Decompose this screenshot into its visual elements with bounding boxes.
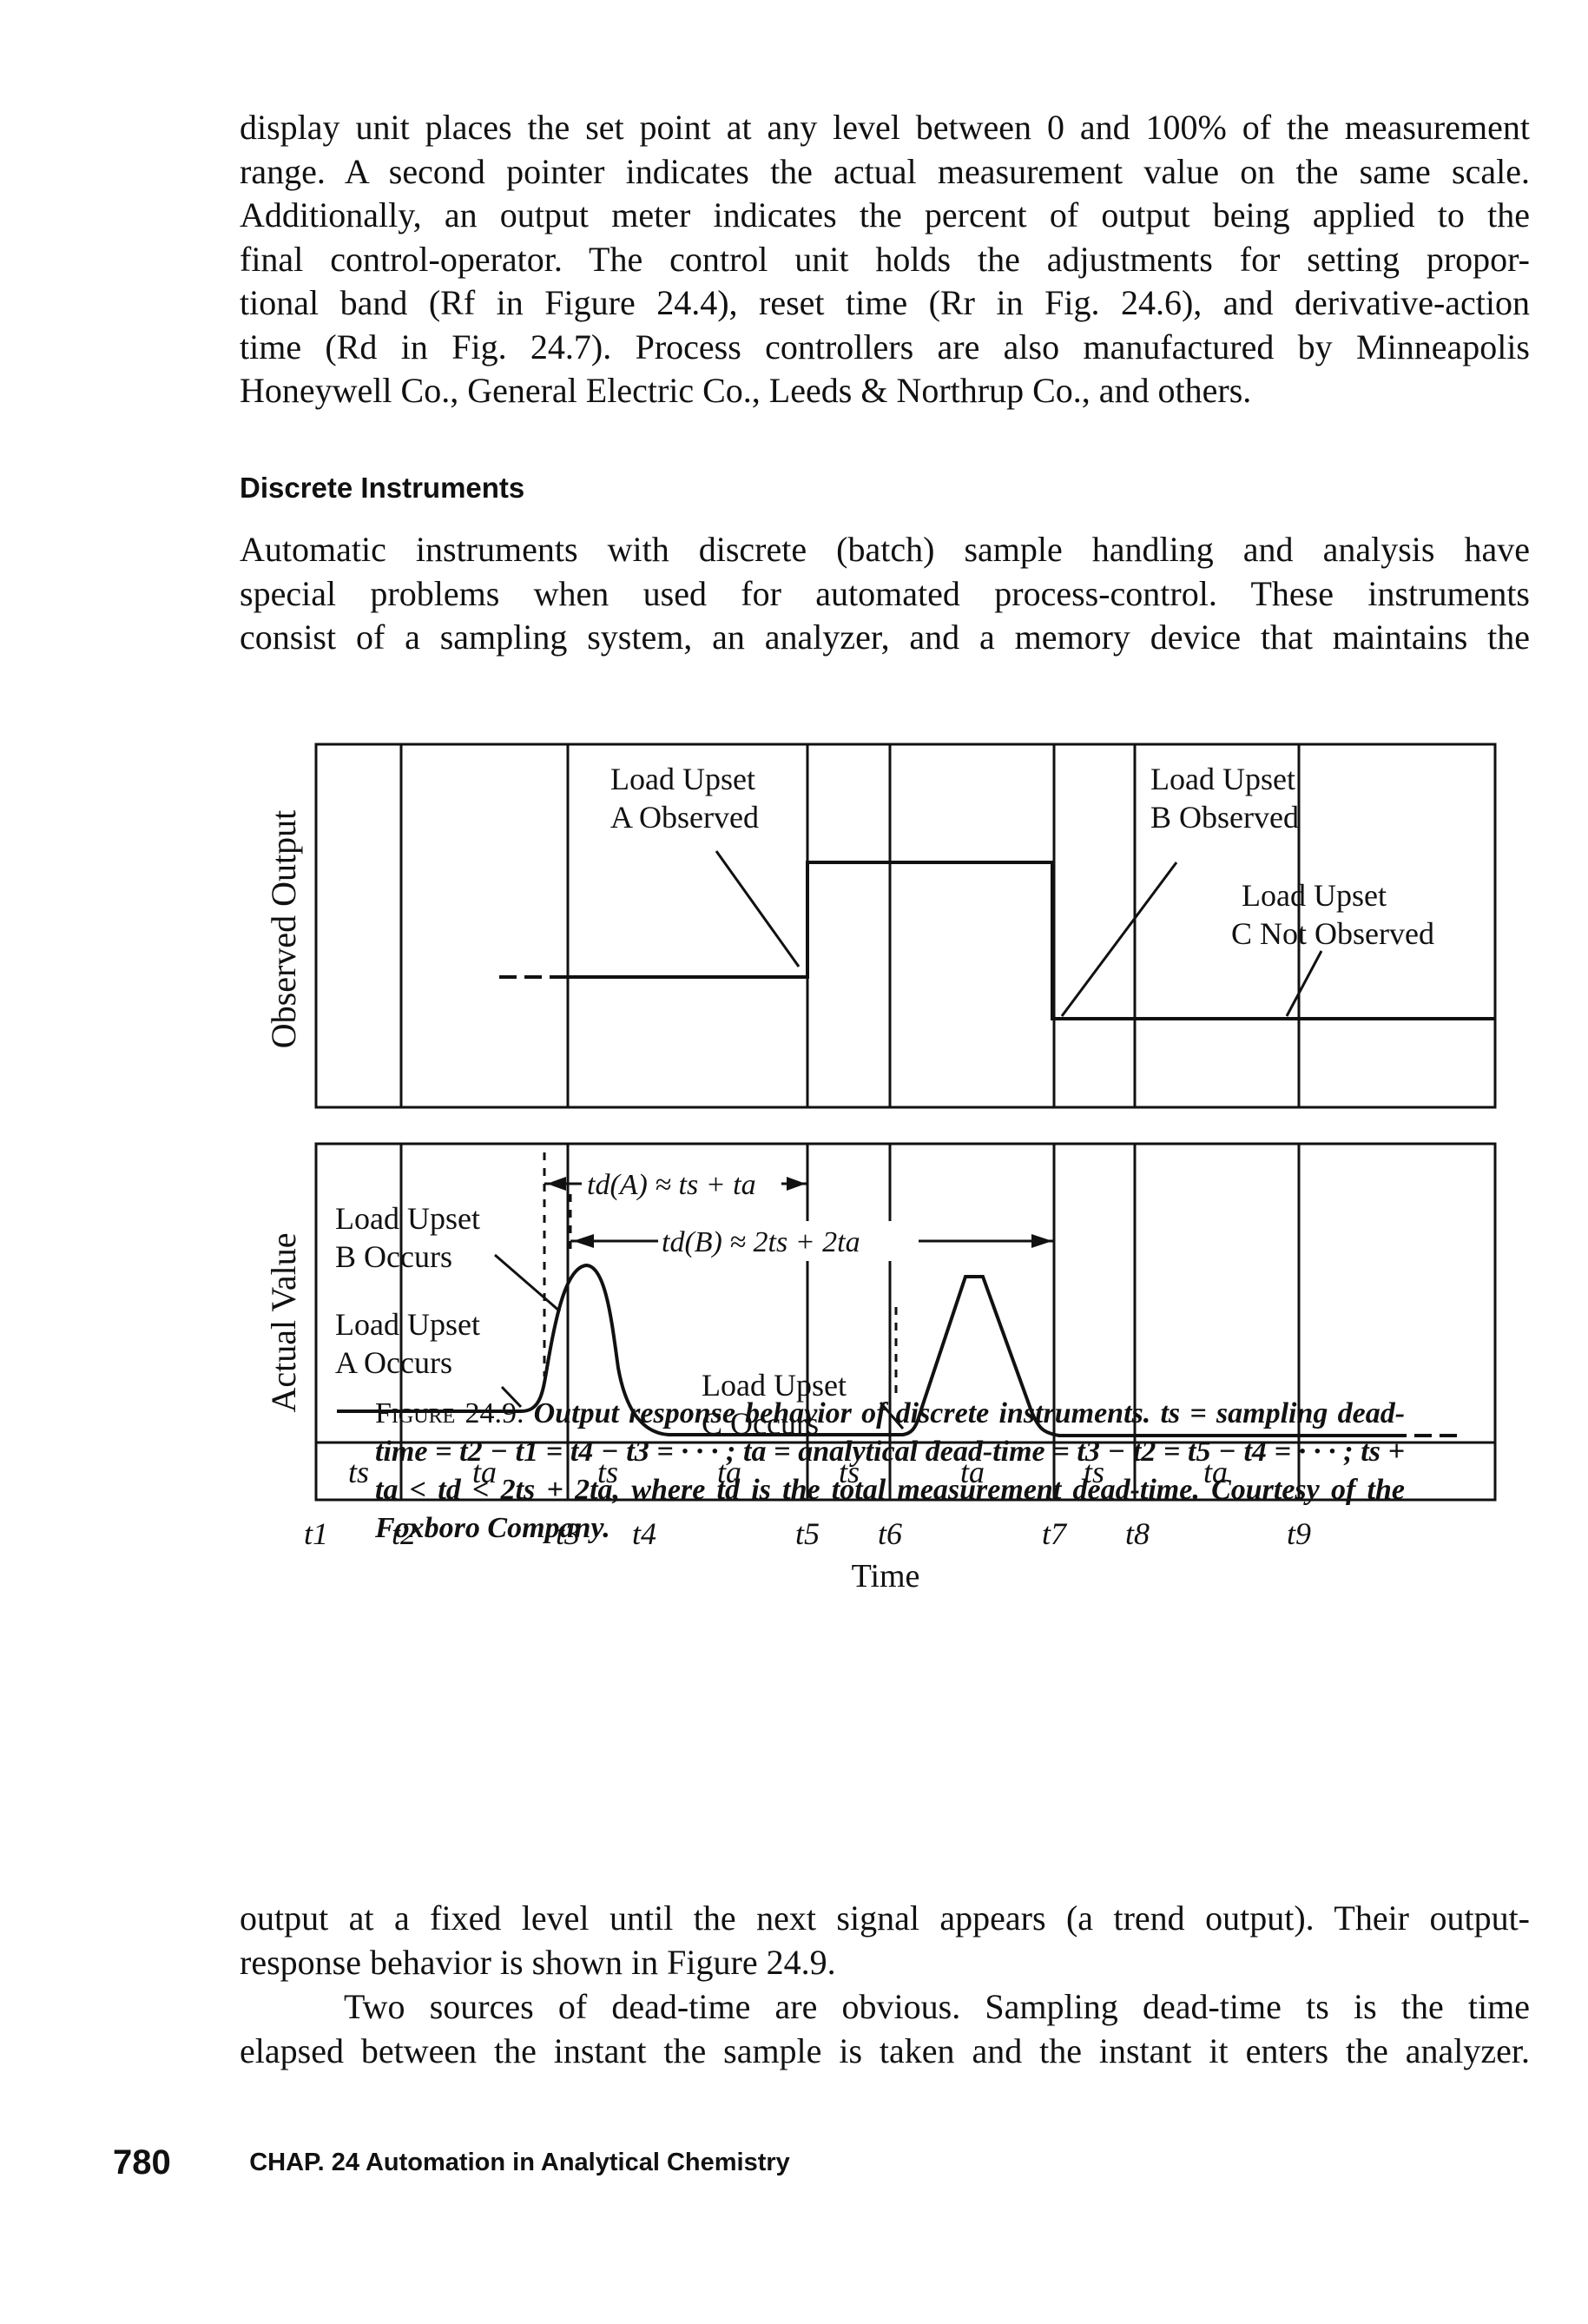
section-paragraph: Automatic instruments with discrete (bat… [240, 528, 1530, 660]
annotation-c-occurs-2: C Occurs [702, 1406, 819, 1441]
leader-b-occurs [494, 1253, 561, 1313]
page-footer: 780 CHAP. 24 Automation in Analytical Ch… [113, 2143, 790, 2182]
text-line: tional band (Rf in Figure 24.4), reset t… [240, 283, 1530, 322]
arrowhead [787, 1177, 806, 1191]
leader-a-observed [715, 850, 801, 967]
section-heading: Discrete Instruments [240, 472, 525, 504]
interval-label: ta [472, 1455, 497, 1489]
ylabel-observed-output: Observed Output [264, 810, 303, 1048]
text-line: elapsed between the instant the sample i… [240, 2030, 1530, 2070]
bottom-panel-frame [314, 1142, 1497, 1502]
time-tick-label: t8 [1125, 1516, 1150, 1551]
actual-value-trace [337, 1263, 1389, 1437]
annotation-a-occurs-1: Load Upset [335, 1307, 480, 1342]
figure-24-9: Observed Output Actual Value Load Upset … [264, 743, 1497, 1594]
time-tick-label: t4 [632, 1516, 656, 1551]
interval-label: ts [597, 1455, 618, 1489]
interval-label: ts [348, 1455, 369, 1489]
ylabel-actual-value: Actual Value [264, 1233, 303, 1413]
text-line: range. A second pointer indicates the ac… [240, 151, 1530, 191]
annotation-b-occurs-2: B Occurs [335, 1239, 452, 1274]
caption-label: Figure 24.9. [375, 1397, 524, 1429]
leader-c-occurs [879, 1402, 905, 1429]
top-panel-frame [314, 743, 1497, 1109]
text-line: response behavior is shown in Figure 24.… [240, 1942, 836, 1982]
annotation-b-occurs-1: Load Upset [335, 1201, 480, 1236]
chapter-running-head: CHAP. 24 Automation in Analytical Chemis… [249, 2149, 790, 2176]
annotation-b-observed-2: B Observed [1150, 800, 1299, 835]
time-tick-label: t3 [556, 1516, 580, 1551]
leader-c-observed [1285, 950, 1323, 1017]
text-line: Additionally, an output meter indicates … [240, 195, 1530, 234]
time-tick-label: t6 [878, 1516, 902, 1551]
xlabel-time: Time [852, 1558, 920, 1594]
time-tick-label: t5 [795, 1516, 820, 1551]
closing-paragraph-2: Two sources of dead-time are obvious. Sa… [240, 1985, 1530, 2073]
observed-output-trace [568, 861, 1495, 1020]
text-line: consist of a sampling system, an analyze… [240, 617, 1530, 657]
interval-label: ta [960, 1455, 985, 1489]
interval-label: ta [1203, 1455, 1228, 1489]
arrowhead [573, 1234, 594, 1248]
arrowhead [1031, 1234, 1052, 1248]
leader-b-observed [1060, 862, 1178, 1017]
interval-label: ts [839, 1455, 860, 1489]
time-tick-label: t2 [392, 1516, 416, 1551]
annotation-a-observed-2: A Observed [610, 800, 759, 835]
td-a-label: td(A) ≈ ts + ta [587, 1169, 756, 1201]
page-number: 780 [113, 2143, 171, 2182]
text-line: display unit places the set point at any… [240, 108, 1530, 147]
annotation-b-observed-1: Load Upset [1150, 762, 1295, 796]
arrowhead [547, 1177, 566, 1191]
text-line: time (Rd in Fig. 24.7). Process controll… [240, 327, 1530, 366]
annotation-c-observed-2: C Not Observed [1231, 916, 1434, 951]
text-line: final control-operator. The control unit… [240, 239, 1530, 279]
caption-text: Output response behavior of discrete ins… [375, 1397, 1406, 1544]
td-b-label: td(B) ≈ 2ts + 2ta [662, 1226, 860, 1258]
closing-paragraph-1: output at a fixed level until the next s… [240, 1897, 1530, 1984]
interval-label: ta [717, 1455, 741, 1489]
annotation-c-occurs-1: Load Upset [702, 1368, 847, 1403]
figure-caption: Figure 24.9. Output response behavior of… [375, 1395, 1405, 1548]
text-line: output at a fixed level until the next s… [240, 1898, 1530, 1938]
leader-a-occurs [500, 1385, 523, 1409]
interval-label: ts [1084, 1455, 1104, 1489]
time-tick-label: t1 [304, 1516, 328, 1551]
time-tick-label: t7 [1042, 1516, 1068, 1551]
text-line: Honeywell Co., General Electric Co., Lee… [240, 371, 1252, 410]
text-line: Automatic instruments with discrete (bat… [240, 530, 1530, 569]
annotation-a-observed-1: Load Upset [610, 762, 755, 796]
text-line: special problems when used for automated… [240, 573, 1530, 613]
annotation-a-occurs-2: A Occurs [335, 1345, 452, 1380]
intro-paragraph: display unit places the set point at any… [240, 106, 1530, 413]
text-line: Two sources of dead-time are obvious. Sa… [344, 1987, 1530, 2026]
time-tick-label: t9 [1287, 1516, 1311, 1551]
annotation-c-observed-1: Load Upset [1242, 878, 1387, 913]
